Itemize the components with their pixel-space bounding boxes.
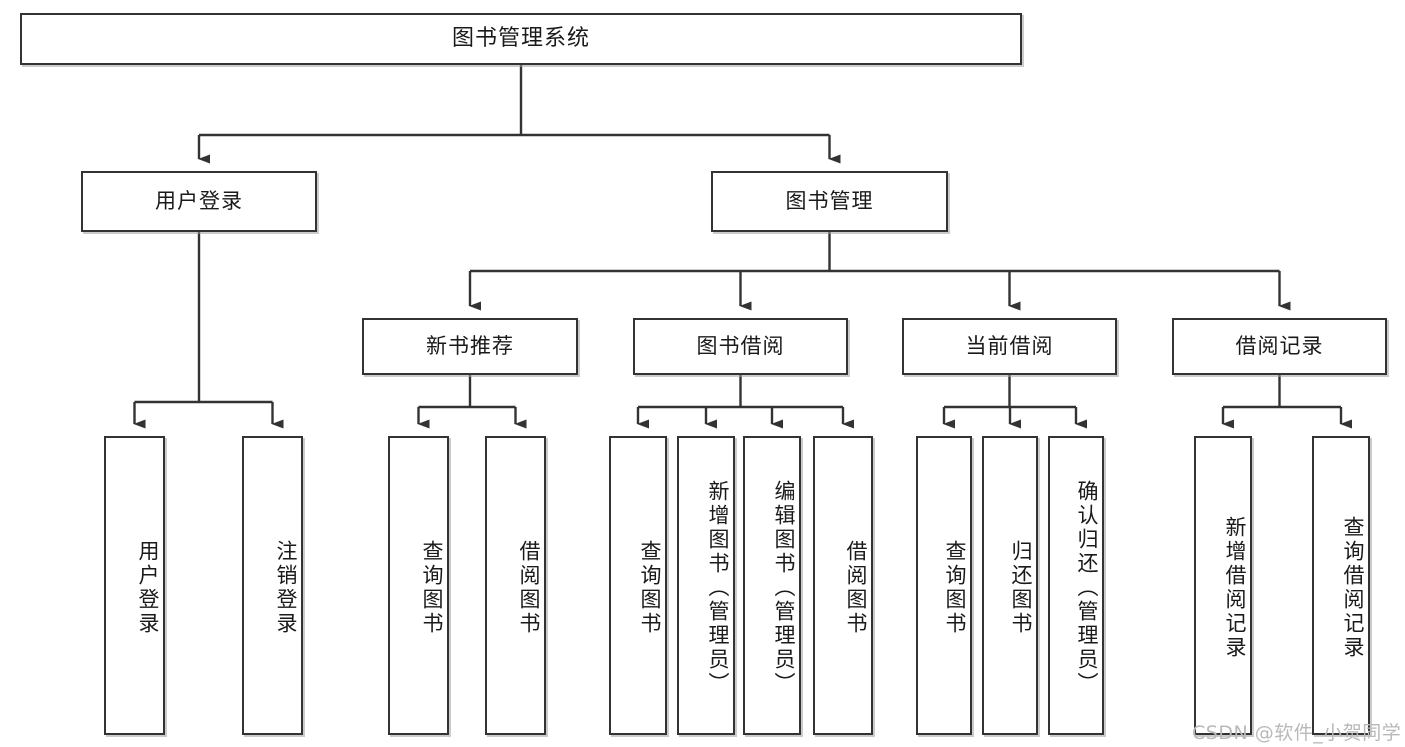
node-leaf-borrow-book-2[interactable]: 借阅图书 [813,436,873,735]
node-leaf-user-login-label: 用户登录 [136,539,160,636]
node-leaf-user-login[interactable]: 用户登录 [104,436,165,735]
node-new-book-rec-label: 新书推荐 [426,333,514,358]
node-user-login-label: 用户登录 [155,188,243,213]
node-root[interactable]: 图书管理系统 [20,13,1022,65]
node-borrow-record[interactable]: 借阅记录 [1172,318,1387,375]
node-leaf-confirm-return[interactable]: 确认归还（管理员） [1048,436,1104,735]
node-current-borrow-label: 当前借阅 [965,333,1054,358]
node-book-borrow[interactable]: 图书借阅 [633,318,848,375]
node-root-label: 图书管理系统 [451,25,590,51]
node-leaf-return-book[interactable]: 归还图书 [982,436,1038,735]
node-leaf-borrow-book-1[interactable]: 借阅图书 [485,436,546,735]
node-leaf-logout-label: 注销登录 [274,539,298,636]
node-leaf-edit-book[interactable]: 编辑图书（管理员） [743,436,801,735]
node-leaf-query-book-2-label: 查询图书 [638,539,662,636]
node-leaf-borrow-book-1-label: 借阅图书 [517,539,541,636]
node-book-manage[interactable]: 图书管理 [711,171,948,232]
node-leaf-query-book-1[interactable]: 查询图书 [388,436,449,735]
node-leaf-add-book-label: 新增图书（管理员） [706,479,730,696]
node-leaf-query-book-1-label: 查询图书 [420,539,444,636]
node-leaf-borrow-book-2-label: 借阅图书 [844,539,868,636]
node-leaf-add-record-label: 新增借阅记录 [1223,515,1247,660]
node-borrow-record-label: 借阅记录 [1235,333,1324,358]
node-leaf-edit-book-label: 编辑图书（管理员） [772,479,796,696]
node-leaf-return-book-label: 归还图书 [1009,539,1033,636]
node-leaf-logout[interactable]: 注销登录 [242,436,303,735]
node-leaf-query-record[interactable]: 查询借阅记录 [1312,436,1370,735]
node-new-book-rec[interactable]: 新书推荐 [362,318,578,375]
node-book-manage-label: 图书管理 [785,188,874,213]
node-leaf-query-book-2[interactable]: 查询图书 [609,436,667,735]
node-book-borrow-label: 图书借阅 [696,333,785,358]
node-leaf-confirm-return-label: 确认归还（管理员） [1075,479,1099,696]
node-leaf-add-record[interactable]: 新增借阅记录 [1194,436,1252,735]
node-user-login[interactable]: 用户登录 [81,171,317,232]
node-leaf-query-book-3[interactable]: 查询图书 [916,436,972,735]
node-current-borrow[interactable]: 当前借阅 [902,318,1117,375]
csdn-watermark: CSDN @软件_小贺同学 [1192,722,1402,744]
node-leaf-query-book-3-label: 查询图书 [943,539,967,636]
node-leaf-add-book[interactable]: 新增图书（管理员） [677,436,735,735]
node-leaf-query-record-label: 查询借阅记录 [1341,515,1365,660]
